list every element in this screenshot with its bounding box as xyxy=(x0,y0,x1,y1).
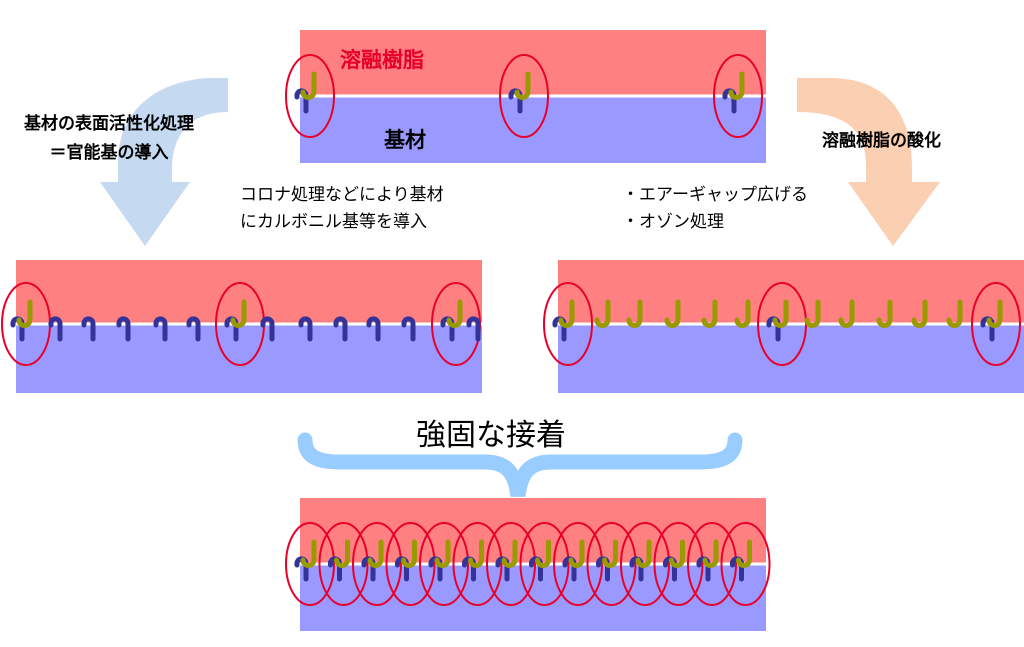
bond-circle xyxy=(318,522,369,606)
resin-functional-group xyxy=(734,299,751,328)
resin-functional-group xyxy=(911,299,928,328)
substrate-functional-group xyxy=(401,316,416,342)
resin-functional-group xyxy=(946,299,963,328)
ozone-note-line2: ・オゾン処理 xyxy=(622,212,724,232)
resin-functional-group xyxy=(367,539,384,568)
substrate-functional-group xyxy=(81,316,96,342)
resin-functional-group xyxy=(300,539,317,568)
bond-circle xyxy=(713,54,763,138)
bond-circle xyxy=(519,522,570,606)
substrate-functional-group xyxy=(48,316,63,342)
panel-untreated xyxy=(285,30,766,163)
substrate-label: 基材 xyxy=(384,128,426,152)
resin-functional-group xyxy=(568,539,585,568)
substrate-functional-group xyxy=(153,316,168,342)
resin-label: 溶融樹脂 xyxy=(340,48,424,72)
resin-functional-group xyxy=(401,539,417,568)
bond-circle xyxy=(971,282,1021,366)
bond-circle xyxy=(553,522,603,606)
ozone-treatment-note: ・エアーギャップ広げる ・オゾン処理 xyxy=(622,182,808,236)
bond-circle xyxy=(687,522,737,606)
left-arrow xyxy=(100,78,228,246)
strong-adhesion-label: 強固な接着 xyxy=(416,418,566,453)
resin-functional-group xyxy=(728,71,745,100)
bond-circle xyxy=(653,522,704,606)
resin-functional-group xyxy=(230,299,247,328)
resin-functional-group xyxy=(16,299,33,328)
resin-functional-group xyxy=(876,299,893,328)
bond-circle xyxy=(285,522,335,606)
panel-surface-activation xyxy=(1,260,482,393)
resin-functional-group xyxy=(986,299,1003,328)
bond-circle xyxy=(452,522,503,606)
bond-circle xyxy=(499,54,549,138)
resin-functional-group xyxy=(446,299,463,328)
surface-activation-line2: ＝官能基の導入 xyxy=(49,143,169,163)
bond-circle xyxy=(720,522,771,606)
bond-circle xyxy=(486,522,536,606)
panel-strong-adhesion xyxy=(285,498,771,631)
corona-treatment-note: コロナ処理などにより基材 にカルボニル基等を導入 xyxy=(240,182,444,236)
resin-functional-group xyxy=(501,539,518,568)
resin-layer xyxy=(558,260,1024,324)
resin-functional-group xyxy=(594,299,611,328)
resin-functional-group xyxy=(635,539,652,568)
substrate-functional-group xyxy=(298,316,313,342)
resin-functional-group xyxy=(664,299,681,328)
resin-functional-group xyxy=(514,71,531,100)
bond-circle xyxy=(620,522,670,606)
substrate-functional-group xyxy=(260,316,275,342)
resin-functional-group xyxy=(701,299,718,328)
resin-functional-group xyxy=(626,299,643,328)
resin-functional-group xyxy=(434,539,451,568)
resin-functional-group xyxy=(300,71,317,100)
resin-functional-group xyxy=(602,539,618,568)
ozone-note-line1: ・エアーギャップ広げる xyxy=(622,185,808,205)
bond-circle xyxy=(586,522,637,606)
substrate-functional-group xyxy=(333,316,348,342)
resin-functional-group xyxy=(838,299,855,328)
resin-functional-group xyxy=(334,539,350,568)
panel-resin-oxidation xyxy=(543,260,1024,393)
bond-circle xyxy=(543,282,593,366)
right-arrow xyxy=(797,78,940,246)
corona-note-line1: コロナ処理などにより基材 xyxy=(240,185,444,205)
bond-circle xyxy=(385,522,436,606)
resin-functional-group xyxy=(535,539,551,568)
resin-layer xyxy=(16,260,482,324)
resin-functional-group xyxy=(804,299,821,328)
resin-functional-group xyxy=(702,539,719,568)
substrate-layer xyxy=(300,564,766,631)
bond-circle xyxy=(285,54,335,138)
resin-functional-group xyxy=(736,539,752,568)
substrate-functional-group xyxy=(116,316,131,342)
surface-activation-line1: 基材の表面活性化処理 xyxy=(24,114,194,134)
substrate-functional-group xyxy=(466,316,481,342)
surface-activation-label: 基材の表面活性化処理 ＝官能基の導入 xyxy=(24,110,194,168)
substrate-layer xyxy=(558,324,1024,393)
resin-layer xyxy=(300,30,766,96)
substrate-functional-group xyxy=(186,316,201,342)
corona-note-line2: にカルボニル基等を導入 xyxy=(240,212,427,232)
resin-functional-group xyxy=(772,299,789,328)
resin-functional-group xyxy=(468,539,484,568)
resin-oxidation-label: 溶融樹脂の酸化 xyxy=(822,131,941,151)
substrate-layer xyxy=(300,96,766,163)
resin-functional-group xyxy=(558,299,575,328)
bond-circle xyxy=(419,522,469,606)
curly-brace xyxy=(297,432,743,498)
resin-layer xyxy=(300,498,766,564)
resin-functional-group xyxy=(669,539,685,568)
bond-circle xyxy=(352,522,402,606)
substrate-functional-group xyxy=(366,316,381,342)
